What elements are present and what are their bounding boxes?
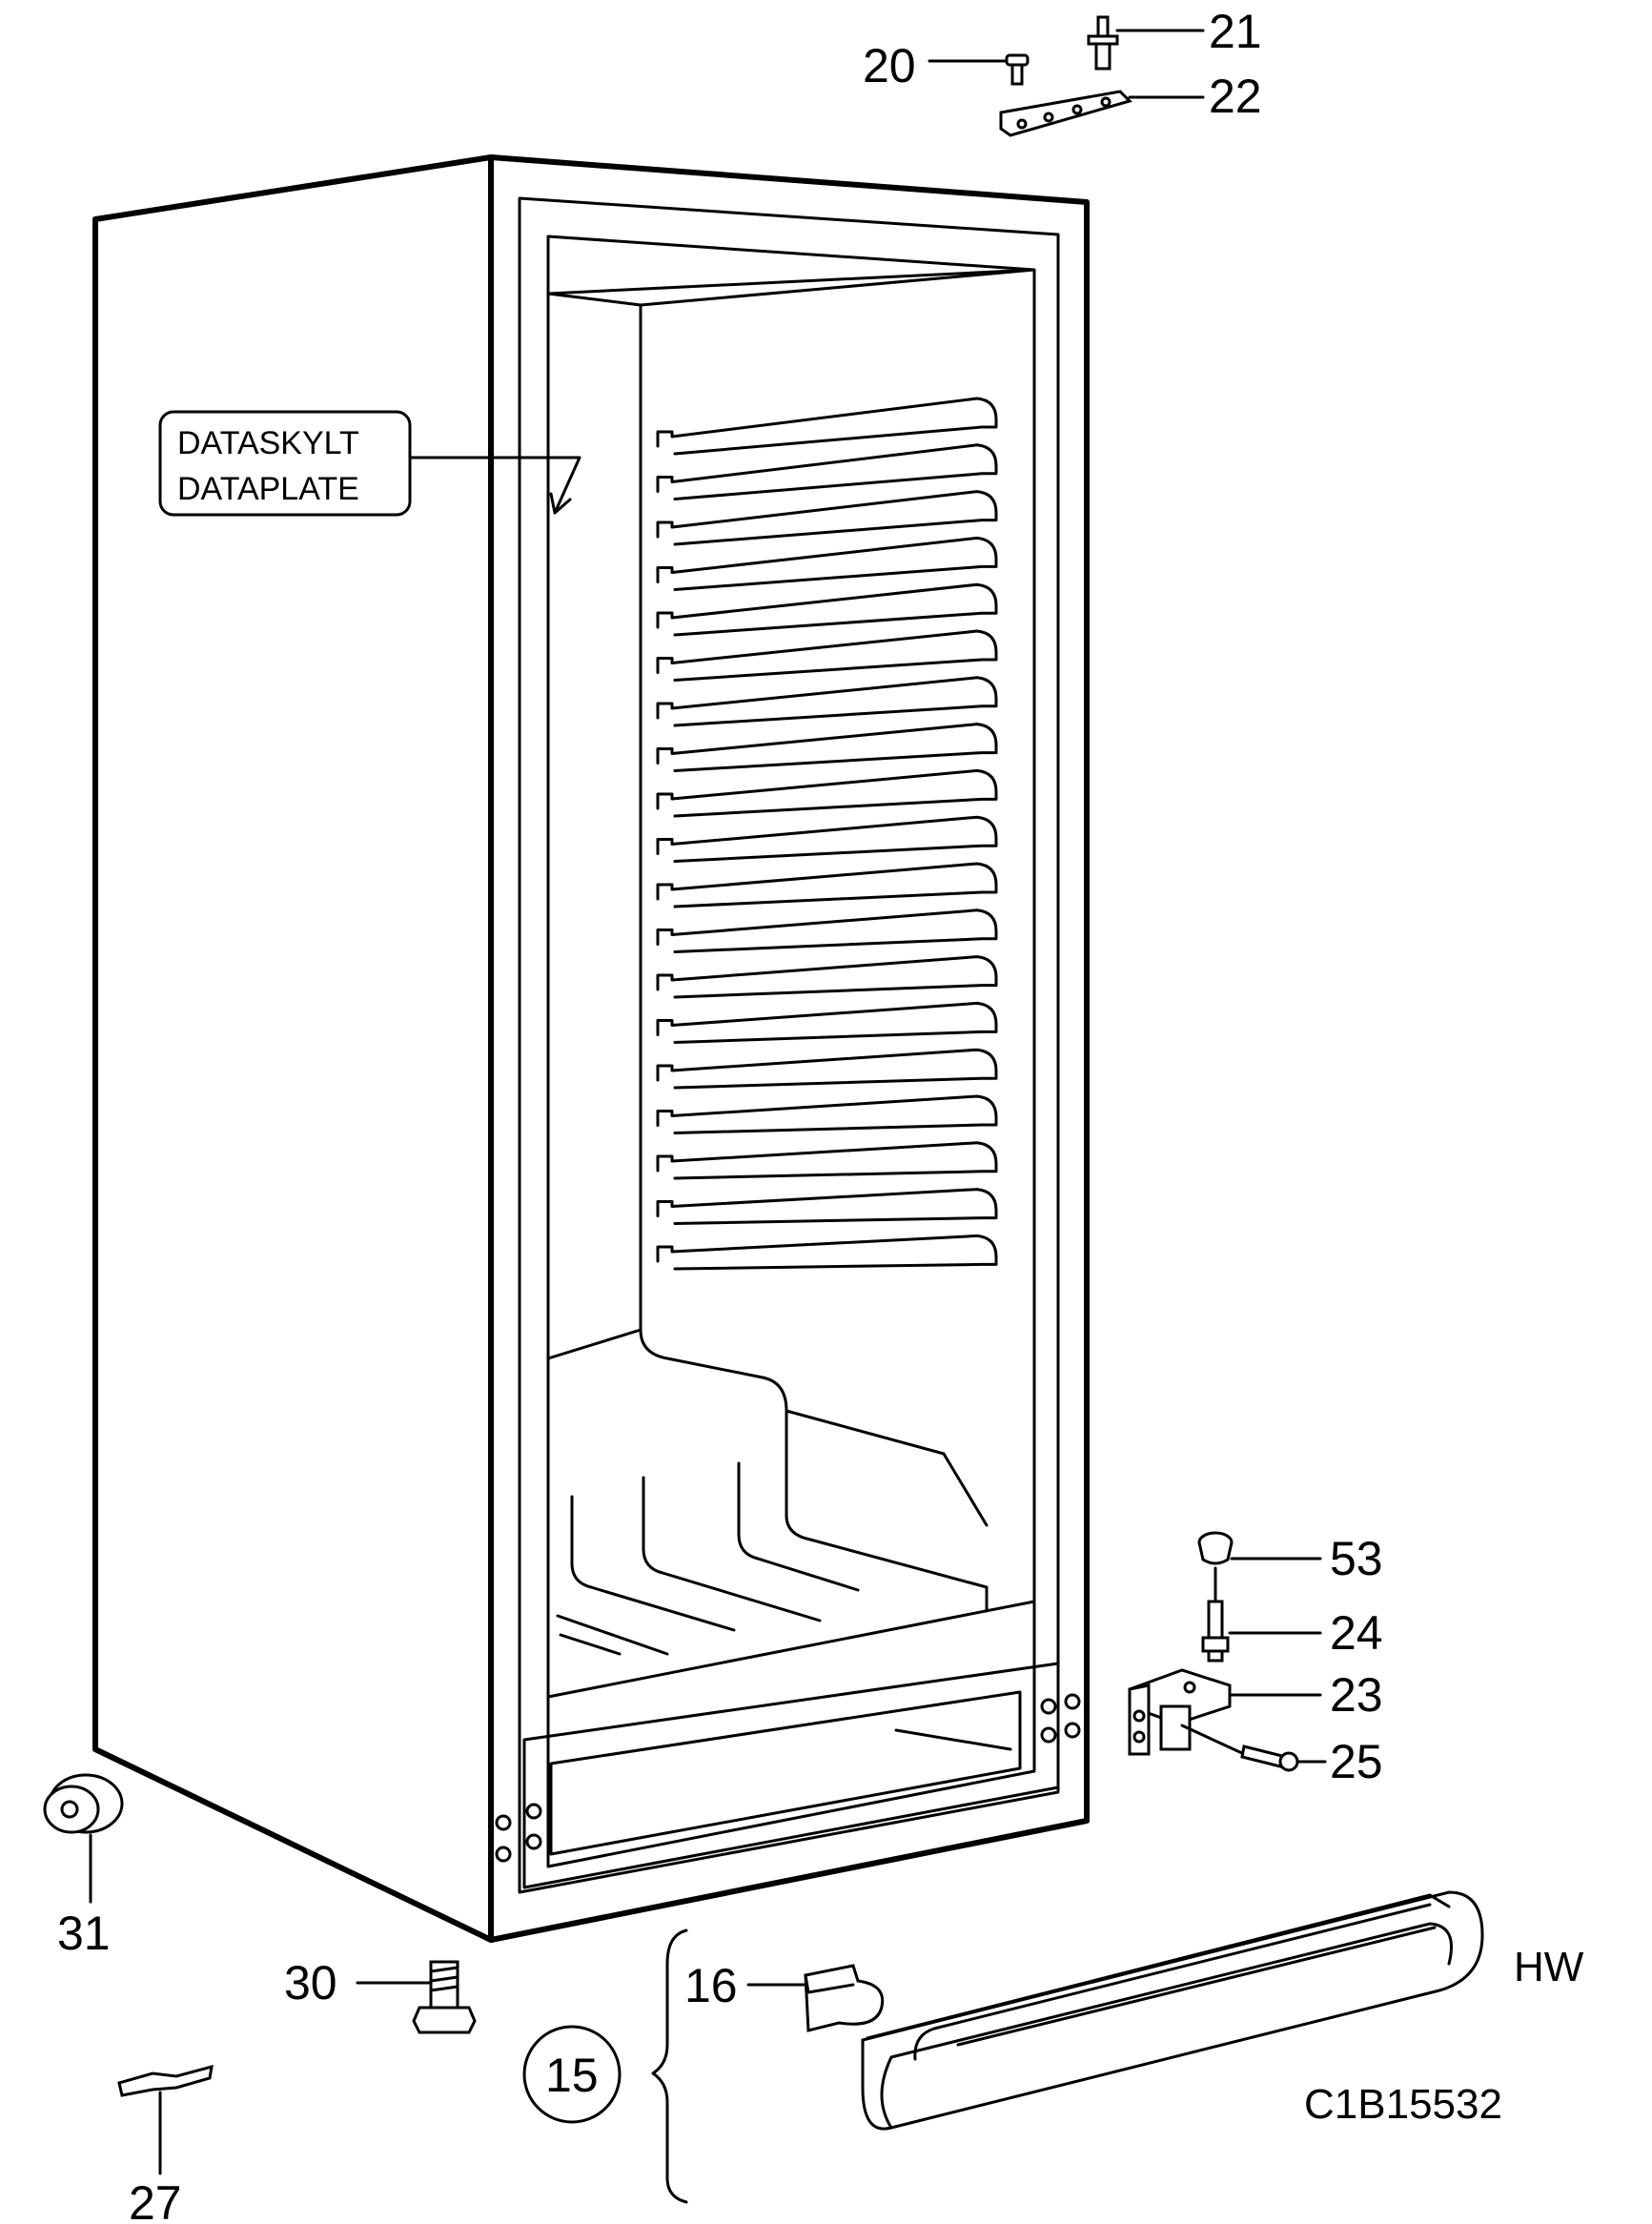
shelf-rail xyxy=(656,1234,998,1271)
cabinet-floor-step xyxy=(639,1328,989,1613)
floor-front-edge xyxy=(546,1600,1036,1699)
shelf-rail xyxy=(656,397,998,456)
shelf-rail xyxy=(656,815,998,863)
cabinet-front-frame xyxy=(488,154,1090,1943)
shelf-rail xyxy=(656,676,998,727)
screw-part-25 xyxy=(1240,1745,1299,1772)
bottom-hinge-parts xyxy=(1128,1531,1327,1772)
data-plate-line2: DATAPLATE xyxy=(177,471,359,507)
stud-part-21 xyxy=(1087,15,1119,71)
door-handle-bar xyxy=(861,1890,1484,2131)
shelf-rail xyxy=(656,1141,998,1180)
callout-20: 20 xyxy=(863,39,916,92)
shelf-rail xyxy=(656,1188,998,1225)
shelf-rail xyxy=(656,768,998,818)
callout-25: 25 xyxy=(1330,1735,1383,1788)
group-brace-15 xyxy=(651,1928,688,2204)
data-plate-callout: DATASKYLT DATAPLATE xyxy=(158,410,581,517)
hinge-bracket-part-22 xyxy=(999,90,1132,137)
variant-label: HW xyxy=(1514,1944,1584,1990)
axis-23-25 xyxy=(1180,1724,1246,1756)
callout-15: 15 xyxy=(545,2049,599,2102)
callout-labels: 20 21 22 53 24 23 25 31 30 16 15 27 HW C… xyxy=(57,5,1584,2224)
cabinet-liner-edge xyxy=(546,235,1036,1868)
callout-21: 21 xyxy=(1209,5,1262,58)
shelf-rail xyxy=(656,1048,998,1090)
handle-end-cap-part-16 xyxy=(804,1964,885,2032)
cabinet-inner-opening xyxy=(518,196,1060,1894)
data-plate-box xyxy=(158,410,412,517)
callout-23: 23 xyxy=(1330,1668,1383,1722)
pin-part-24 xyxy=(1201,1600,1230,1663)
shelf-rail xyxy=(656,1001,998,1044)
shelf-rail xyxy=(656,582,998,637)
shelf-rail xyxy=(656,955,998,999)
cap-part-53 xyxy=(1197,1531,1234,1565)
floor-line xyxy=(546,1328,642,1360)
shelf-rail xyxy=(656,1094,998,1134)
cabinet-back-wall xyxy=(546,268,1036,307)
callout-16: 16 xyxy=(684,1959,738,2012)
screw-part-20 xyxy=(1005,53,1030,86)
data-plate-line1: DATASKYLT xyxy=(177,425,359,461)
lower-compartment-front xyxy=(522,1662,1060,1889)
shelf-rail xyxy=(656,862,998,908)
hinge-holes xyxy=(495,1693,1081,1863)
lower-compartment-inner xyxy=(549,1690,1022,1856)
shelf-rail xyxy=(656,908,998,953)
callout-circle-15 xyxy=(522,2025,622,2124)
lower-compartment-shadow xyxy=(894,1728,1012,1751)
callout-24: 24 xyxy=(1330,1606,1383,1660)
callout-53: 53 xyxy=(1330,1532,1383,1585)
handle-assembly xyxy=(522,1890,1484,2204)
data-plate-leader xyxy=(408,456,581,515)
cabinet xyxy=(92,154,1090,1943)
shelf-rail xyxy=(656,490,998,546)
top-hinge-parts xyxy=(928,15,1205,137)
floor-rear-line xyxy=(785,1409,946,1456)
adjustable-foot-part-30 xyxy=(412,1960,477,2034)
callout-31: 31 xyxy=(57,1907,111,1960)
callout-22: 22 xyxy=(1209,70,1262,123)
clip-part-27 xyxy=(117,2064,214,2097)
shelf-rail xyxy=(656,723,998,772)
figure-code: C1B15532 xyxy=(1304,2081,1502,2128)
shelf-rail xyxy=(656,629,998,682)
data-plate-arrowhead xyxy=(549,492,572,515)
shelf-rails xyxy=(656,397,998,1271)
callout-30: 30 xyxy=(284,1956,337,2010)
shelf-rail xyxy=(656,536,998,591)
shelf-rail xyxy=(656,443,998,500)
foot-part-31 xyxy=(43,1773,124,1834)
floor-rear-line-2 xyxy=(942,1452,989,1527)
cooling-coils xyxy=(556,1461,860,1656)
callout-27: 27 xyxy=(129,2176,182,2224)
